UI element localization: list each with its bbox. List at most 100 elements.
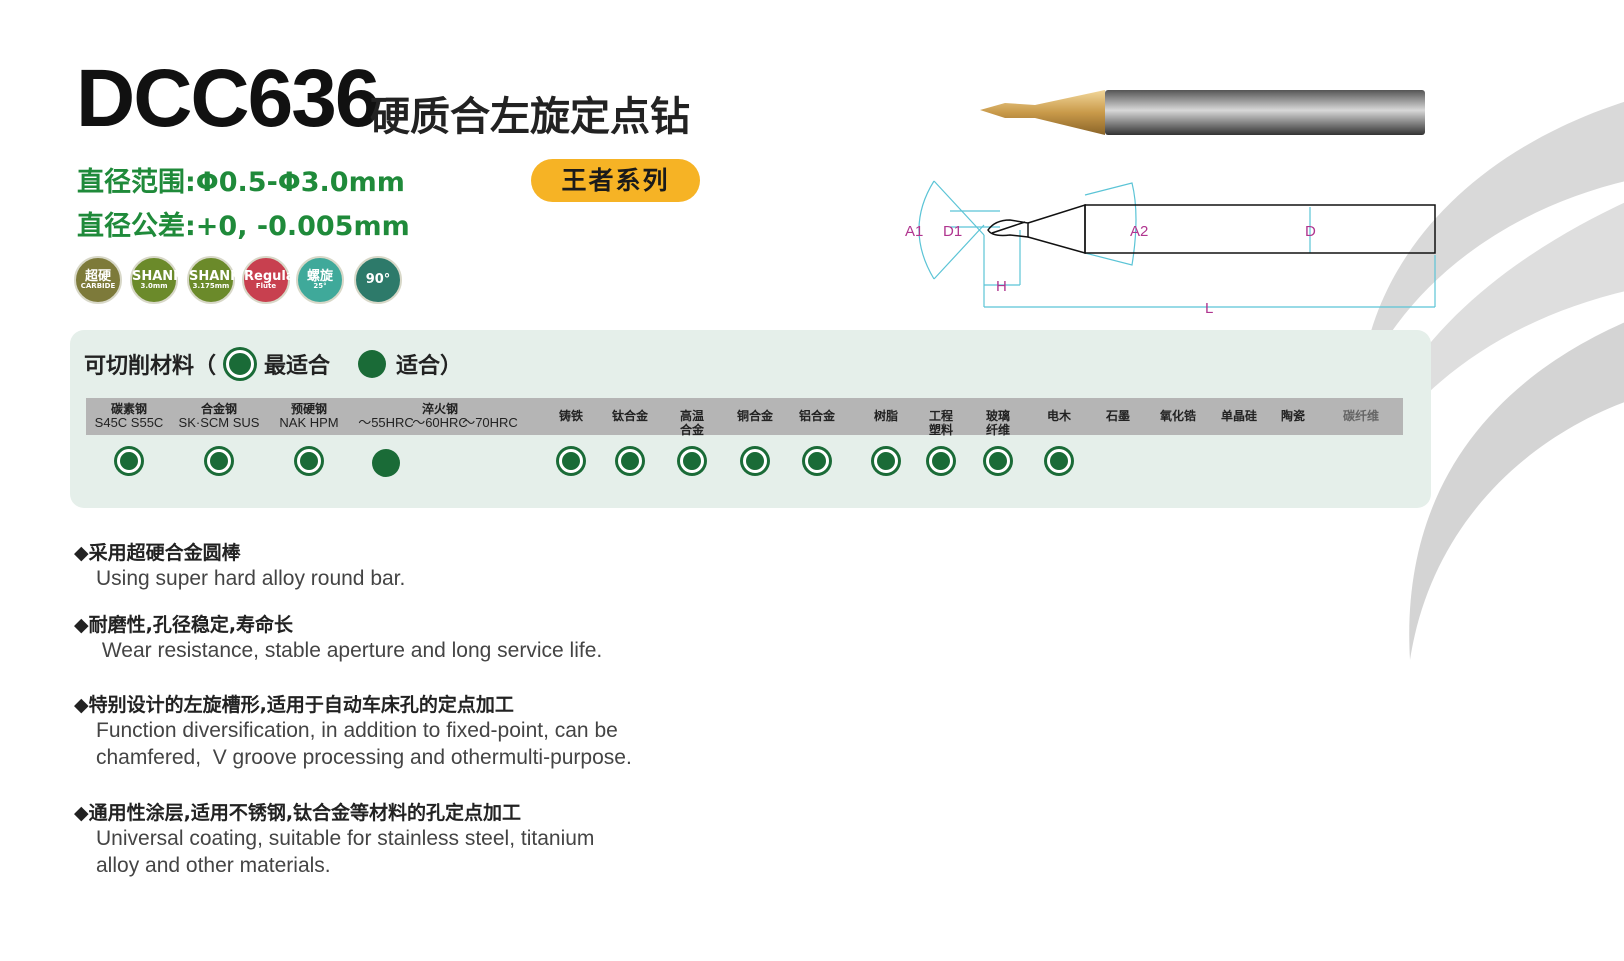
dimension-diagram: A1 D1 A2 D H L [905, 180, 1436, 315]
product-name: 硬质合左旋定点钻 [370, 94, 690, 140]
material-header: 高温 合金 [680, 402, 704, 437]
material-name [462, 402, 518, 416]
best-fit-icon [874, 449, 898, 473]
label-l: L [1205, 300, 1213, 315]
material-header: 单晶硅 [1221, 402, 1257, 423]
best-fit-icon [559, 449, 583, 473]
material-name: 工程 塑料 [928, 409, 954, 437]
material-header: 玻璃 纤维 [986, 402, 1010, 437]
material-rating [559, 449, 583, 477]
material-header: 石墨 [1106, 402, 1130, 423]
material-name: 高温 合金 [679, 409, 705, 437]
materials-legend: 可切削材料（ 最适合 适合） [84, 348, 462, 380]
material-rating [680, 449, 704, 477]
material-header: 工程 塑料 [929, 402, 953, 437]
feature-english: Using super hard alloy round bar. [96, 567, 406, 590]
badge-sub: CARBIDE [80, 282, 116, 291]
material-rating [618, 449, 642, 477]
series-badge: 王者系列 [531, 159, 700, 202]
label-d1: D1 [943, 223, 962, 240]
best-fit-icon [986, 449, 1010, 473]
feature-title: ◆采用超硬合金圆棒 [74, 542, 241, 564]
legend-good: 适合） [396, 354, 463, 379]
material-header: ～70HRC [462, 402, 518, 430]
label-d: D [1305, 223, 1316, 240]
best-fit-icon [680, 449, 704, 473]
material-header: 铜合金 [737, 402, 773, 423]
material-name: 树脂 [873, 409, 899, 423]
material-header: 铸铁 [559, 402, 583, 423]
material-name: 铜合金 [736, 409, 774, 423]
badge-sub: 3.175mm [192, 282, 230, 291]
feature-title: ◆特别设计的左旋槽形,适用于自动车床孔的定点加工 [74, 694, 514, 716]
feature-english: Function diversification, in addition to… [96, 719, 632, 769]
feature-english: Universal coating, suitable for stainles… [96, 827, 595, 877]
badge-main: Regular [244, 268, 302, 284]
material-name [358, 402, 414, 416]
best-fit-icon [207, 449, 231, 473]
badge-main: 超硬 [84, 268, 111, 284]
material-name: 铝合金 [798, 409, 836, 423]
material-header: 碳纤维 [1343, 402, 1379, 423]
material-header: 电木 [1047, 402, 1071, 423]
material-grade: S45C S55C [94, 415, 164, 430]
material-name: 电木 [1046, 409, 1072, 423]
best-fit-icon [929, 449, 953, 473]
material-header: 钛合金 [612, 402, 648, 423]
good-fit-icon [358, 350, 387, 378]
materials-header [86, 398, 1403, 435]
badge-main: SHANK [189, 268, 241, 284]
material-rating [929, 449, 953, 477]
label-h: H [996, 278, 1007, 295]
badge-sub: 25° [313, 282, 327, 291]
material-name: 预硬钢 [290, 402, 328, 416]
best-fit-icon [805, 449, 829, 473]
material-name: 碳纤维 [1342, 409, 1380, 423]
material-grade: ～70HRC [462, 415, 518, 430]
diameter-tolerance: 直径公差:+0, -0.005mm [77, 211, 410, 242]
label-a1: A1 [905, 223, 923, 240]
decorative-swoosh [1360, 102, 1624, 660]
material-name: 淬火钢 [421, 402, 458, 416]
material-name: 单晶硅 [1220, 409, 1258, 423]
material-name: 铸铁 [558, 409, 584, 423]
material-rating [874, 449, 898, 477]
material-rating [743, 449, 767, 477]
badge-5: 90° [354, 256, 402, 304]
material-header: 铝合金 [799, 402, 835, 423]
material-grade: NAK HPM [279, 415, 339, 430]
material-rating [207, 449, 231, 477]
feature-item: ◆特别设计的左旋槽形,适用于自动车床孔的定点加工 Function diversi… [74, 690, 632, 771]
material-name: 石墨 [1105, 409, 1131, 423]
feature-english: Wear resistance, stable aperture and lon… [96, 639, 603, 662]
badge-main: 90° [365, 272, 391, 288]
material-rating [297, 449, 321, 477]
feature-title: ◆耐磨性,孔径稳定,寿命长 [74, 614, 294, 636]
feature-item: ◆采用超硬合金圆棒 Using super hard alloy round ba… [74, 538, 405, 592]
badge-sub: Flute [255, 282, 277, 291]
material-header: ～55HRC [358, 402, 414, 430]
material-name: 陶瓷 [1280, 409, 1306, 423]
material-name: 碳素钢 [110, 402, 147, 416]
material-rating [805, 449, 829, 477]
best-fit-icon [226, 350, 255, 378]
badge-main: 螺旋 [306, 268, 333, 284]
best-fit-icon [1047, 449, 1071, 473]
material-header: 树脂 [874, 402, 898, 423]
badge-main: SHANK [132, 268, 184, 284]
best-fit-icon [297, 449, 321, 473]
material-rating [1047, 449, 1071, 477]
model-number: DCC636 [76, 53, 380, 144]
good-fit-icon [372, 449, 400, 477]
material-header: 淬火钢～60HRC [412, 402, 468, 430]
best-fit-icon [743, 449, 767, 473]
material-name: 合金钢 [200, 402, 237, 416]
best-fit-icon [117, 449, 141, 473]
material-name: 氧化锆 [1159, 409, 1197, 423]
